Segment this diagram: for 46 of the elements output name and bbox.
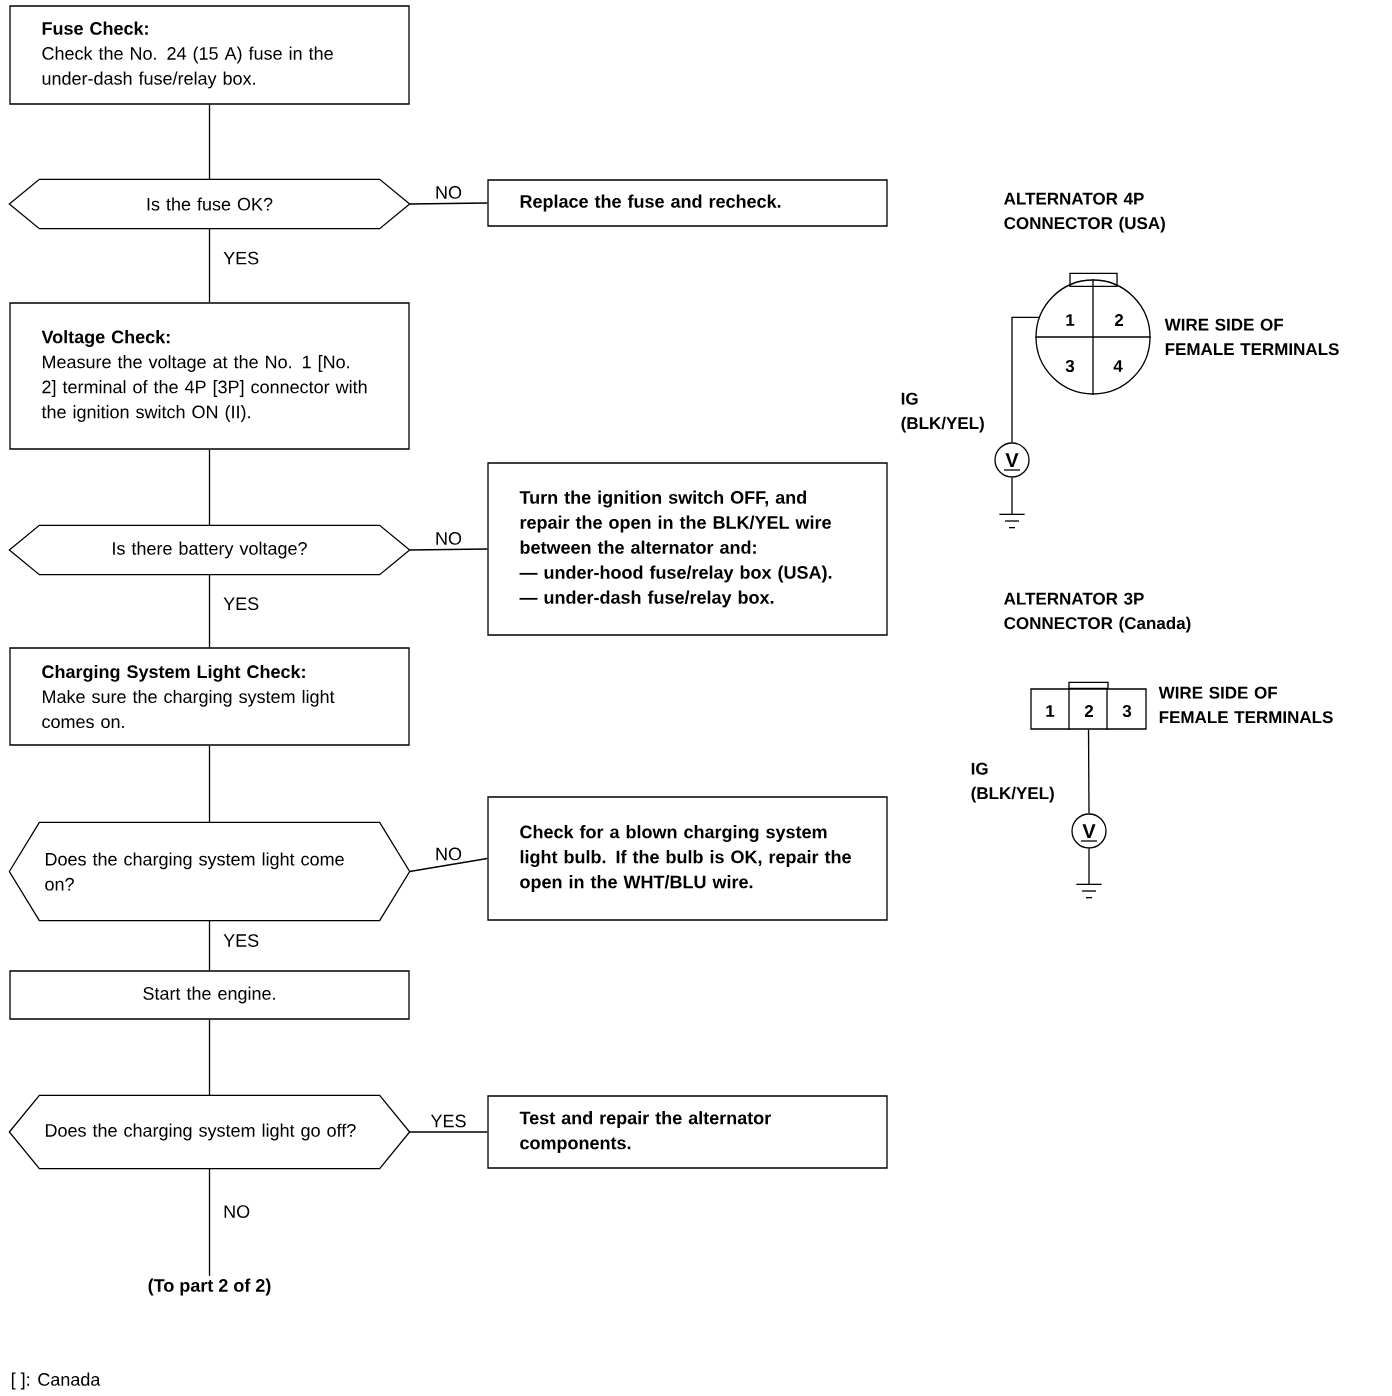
- connector-line: [409, 548, 488, 551]
- decision-hexagon: Is the fuse OK?: [8, 178, 411, 230]
- wire: [1011, 316, 1040, 443]
- process-box: Turn the ignition switch OFF, and repair the open in the BLK/YEL wire between the alternator and: — under-hood fuse/relay box (USA). — under-dash fuse/relay box.: [487, 462, 888, 636]
- edge-label: NO: [434, 185, 463, 200]
- edge-label: NO: [434, 846, 463, 862]
- wire: [1088, 848, 1090, 885]
- wire-label: IG (BLK/YEL): [971, 762, 1054, 803]
- wire-label: IG (BLK/YEL): [901, 392, 984, 433]
- connector-line: [208, 449, 211, 526]
- connector-line: [208, 104, 211, 180]
- wire: [1087, 729, 1090, 814]
- decision-hexagon: Is there battery voltage?: [8, 524, 411, 576]
- ground-symbol: [1075, 883, 1103, 899]
- wire: [1011, 477, 1013, 515]
- connector-line: [208, 574, 211, 648]
- connector-line: [409, 857, 488, 873]
- process-box: Fuse Check: Check the No. 24 (15 A) fuse in the under-dash fuse/relay box.: [9, 5, 410, 105]
- connector-line: [208, 228, 211, 303]
- decision-hexagon: Does the charging system light come on?: [8, 821, 411, 922]
- edge-label: NO: [434, 531, 463, 546]
- connector-drawing: 1 2 3: [1030, 681, 1147, 731]
- continuation-note: (To part 2 of 2): [148, 1278, 271, 1296]
- connector-line: [208, 745, 211, 823]
- edge-label: NO: [222, 1204, 252, 1219]
- edge-label: YES: [222, 250, 261, 266]
- ground-symbol: [998, 513, 1026, 529]
- process-box: Replace the fuse and recheck.: [487, 179, 888, 227]
- connector-line: [208, 920, 211, 971]
- connector-line: [409, 202, 488, 205]
- edge-label: YES: [222, 596, 261, 612]
- connector-drawing: 1 2 3 4: [1034, 272, 1152, 396]
- process-box: Start the engine.: [9, 970, 410, 1020]
- connector-line: [208, 1019, 211, 1096]
- process-box: Charging System Light Check: Make sure the charging system light comes on.: [9, 647, 410, 746]
- connector-line: [409, 1131, 488, 1133]
- connector-line: [208, 1168, 211, 1277]
- process-box: Voltage Check: Measure the voltage at the No. 1 [No. 2] terminal of the 4P [3P] connector with the ignition switch ON (II).: [9, 302, 410, 450]
- edge-label: YES: [429, 1113, 468, 1129]
- edge-label: YES: [222, 933, 261, 948]
- connector-title: ALTERNATOR 4P CONNECTOR (USA): [1004, 192, 1165, 233]
- decision-hexagon: Does the charging system light go off?: [8, 1094, 411, 1170]
- footnote: [ ]: Canada: [11, 1372, 101, 1390]
- process-box: Test and repair the alternator components.: [487, 1095, 888, 1169]
- connector-title: ALTERNATOR 3P CONNECTOR (Canada): [1004, 592, 1191, 633]
- process-box: Check for a blown charging system light bulb. If the bulb is OK, repair the open in the WHT/BLU wire.: [487, 796, 888, 921]
